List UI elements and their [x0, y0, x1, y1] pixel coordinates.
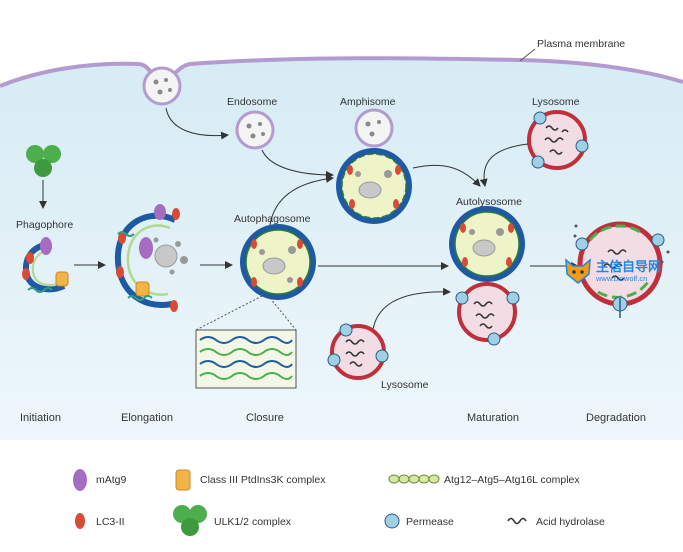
- watermark-title: 主信自导网: [596, 258, 662, 274]
- legend-atg12: Atg12–Atg5–Atg16L complex: [444, 474, 580, 486]
- legend-lc3: LC3-II: [96, 516, 125, 528]
- ulk-complex: [26, 145, 61, 177]
- matg9-icon: [73, 469, 87, 491]
- budding-vesicle: [142, 66, 182, 106]
- autolysosome: [449, 206, 525, 346]
- legend-permease: Permease: [406, 516, 454, 528]
- ptdins3k-icon: [175, 469, 191, 491]
- lysosome-bottom: [327, 323, 389, 380]
- phagophore-label: Phagophore: [16, 219, 74, 231]
- elongating-phagophore: [114, 204, 188, 312]
- acid-hydrolase-icon: [507, 517, 527, 525]
- plasma-membrane-pointer: [519, 48, 536, 62]
- amphisome-label: Amphisome: [340, 96, 396, 108]
- permease-icon: [384, 513, 400, 529]
- membrane-inset: [195, 295, 297, 389]
- legend-acid-hydrolase: Acid hydrolase: [536, 516, 605, 528]
- stage-maturation: Maturation: [467, 412, 519, 424]
- wolf-logo-icon: [565, 258, 591, 284]
- ulk-complex-icon: [173, 505, 207, 536]
- legend-matg9: mAtg9: [96, 474, 127, 486]
- legend-ulk: ULK1/2 complex: [214, 516, 292, 528]
- lysosome-top: [527, 110, 589, 170]
- lysosome-top-label: Lysosome: [532, 96, 580, 108]
- amphisome: [336, 108, 412, 224]
- endosome: [235, 110, 275, 150]
- stage-degradation: Degradation: [586, 412, 646, 424]
- autophagosome: [240, 224, 316, 300]
- stage-initiation: Initiation: [20, 412, 61, 424]
- phagophore: [22, 237, 69, 293]
- atg12-complex-icon: [388, 474, 440, 484]
- stage-elongation: Elongation: [121, 412, 173, 424]
- degrading-autolysosome: [573, 221, 670, 318]
- lc3-icon: [75, 513, 85, 529]
- autolysosome-label: Autolysosome: [456, 196, 522, 208]
- watermark-url: www.biowolf.cn: [596, 273, 648, 283]
- lysosome-bottom-label: Lysosome: [381, 379, 429, 391]
- legend-ptdins3k: Class III PtdIns3K complex: [200, 474, 326, 486]
- stage-closure: Closure: [246, 412, 284, 424]
- plasma-membrane: [0, 56, 683, 88]
- plasma-membrane-label: Plasma membrane: [537, 38, 626, 50]
- autophagosome-label: Autophagosome: [234, 213, 311, 225]
- cytoplasm: [0, 58, 683, 440]
- watermark: 主信自导网 www.biowolf.cn: [563, 258, 661, 284]
- endosome-label: Endosome: [227, 96, 278, 108]
